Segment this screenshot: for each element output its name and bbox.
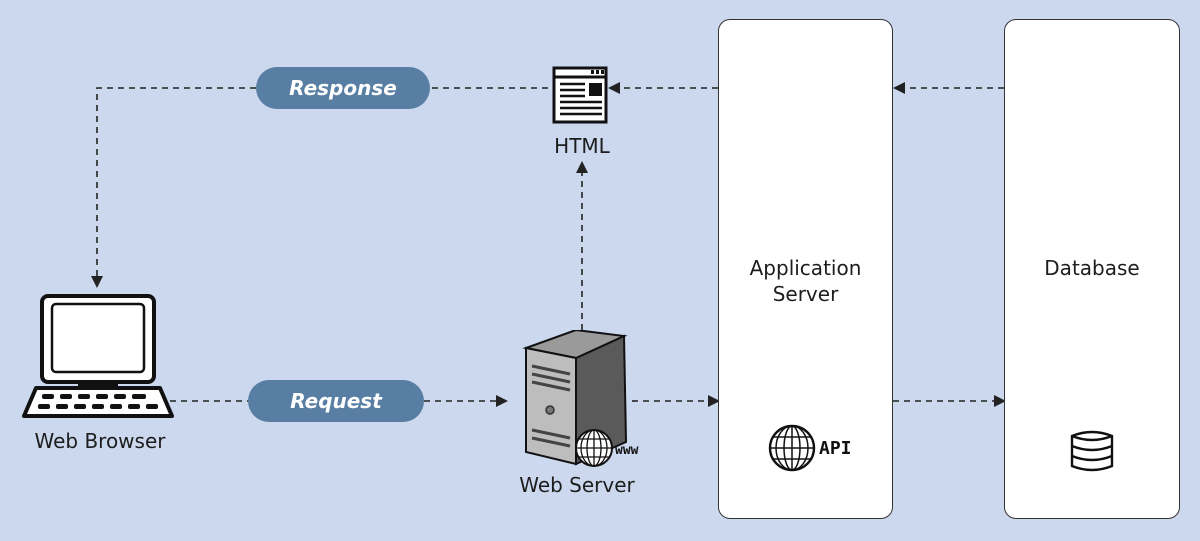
html-document-icon <box>552 66 608 124</box>
server-tower-icon <box>522 330 628 466</box>
app-server-line1: Application <box>749 256 862 280</box>
database-label: Database <box>1044 256 1140 280</box>
database-icon <box>1070 430 1114 472</box>
edge-response-to-browser <box>91 87 256 288</box>
laptop-icon <box>22 294 174 418</box>
response-pill: Response <box>256 67 430 109</box>
api-label: API <box>819 438 852 459</box>
web-server-label: Web Server <box>519 473 635 497</box>
globe-icon <box>575 429 613 467</box>
application-server-label: Application Server <box>718 255 893 308</box>
request-pill: Request <box>248 380 424 422</box>
www-label: www <box>615 443 639 458</box>
api-globe-icon <box>768 424 816 472</box>
html-label: HTML <box>554 134 610 158</box>
app-server-line2: Server <box>772 282 839 307</box>
web-browser-label: Web Browser <box>34 429 166 453</box>
